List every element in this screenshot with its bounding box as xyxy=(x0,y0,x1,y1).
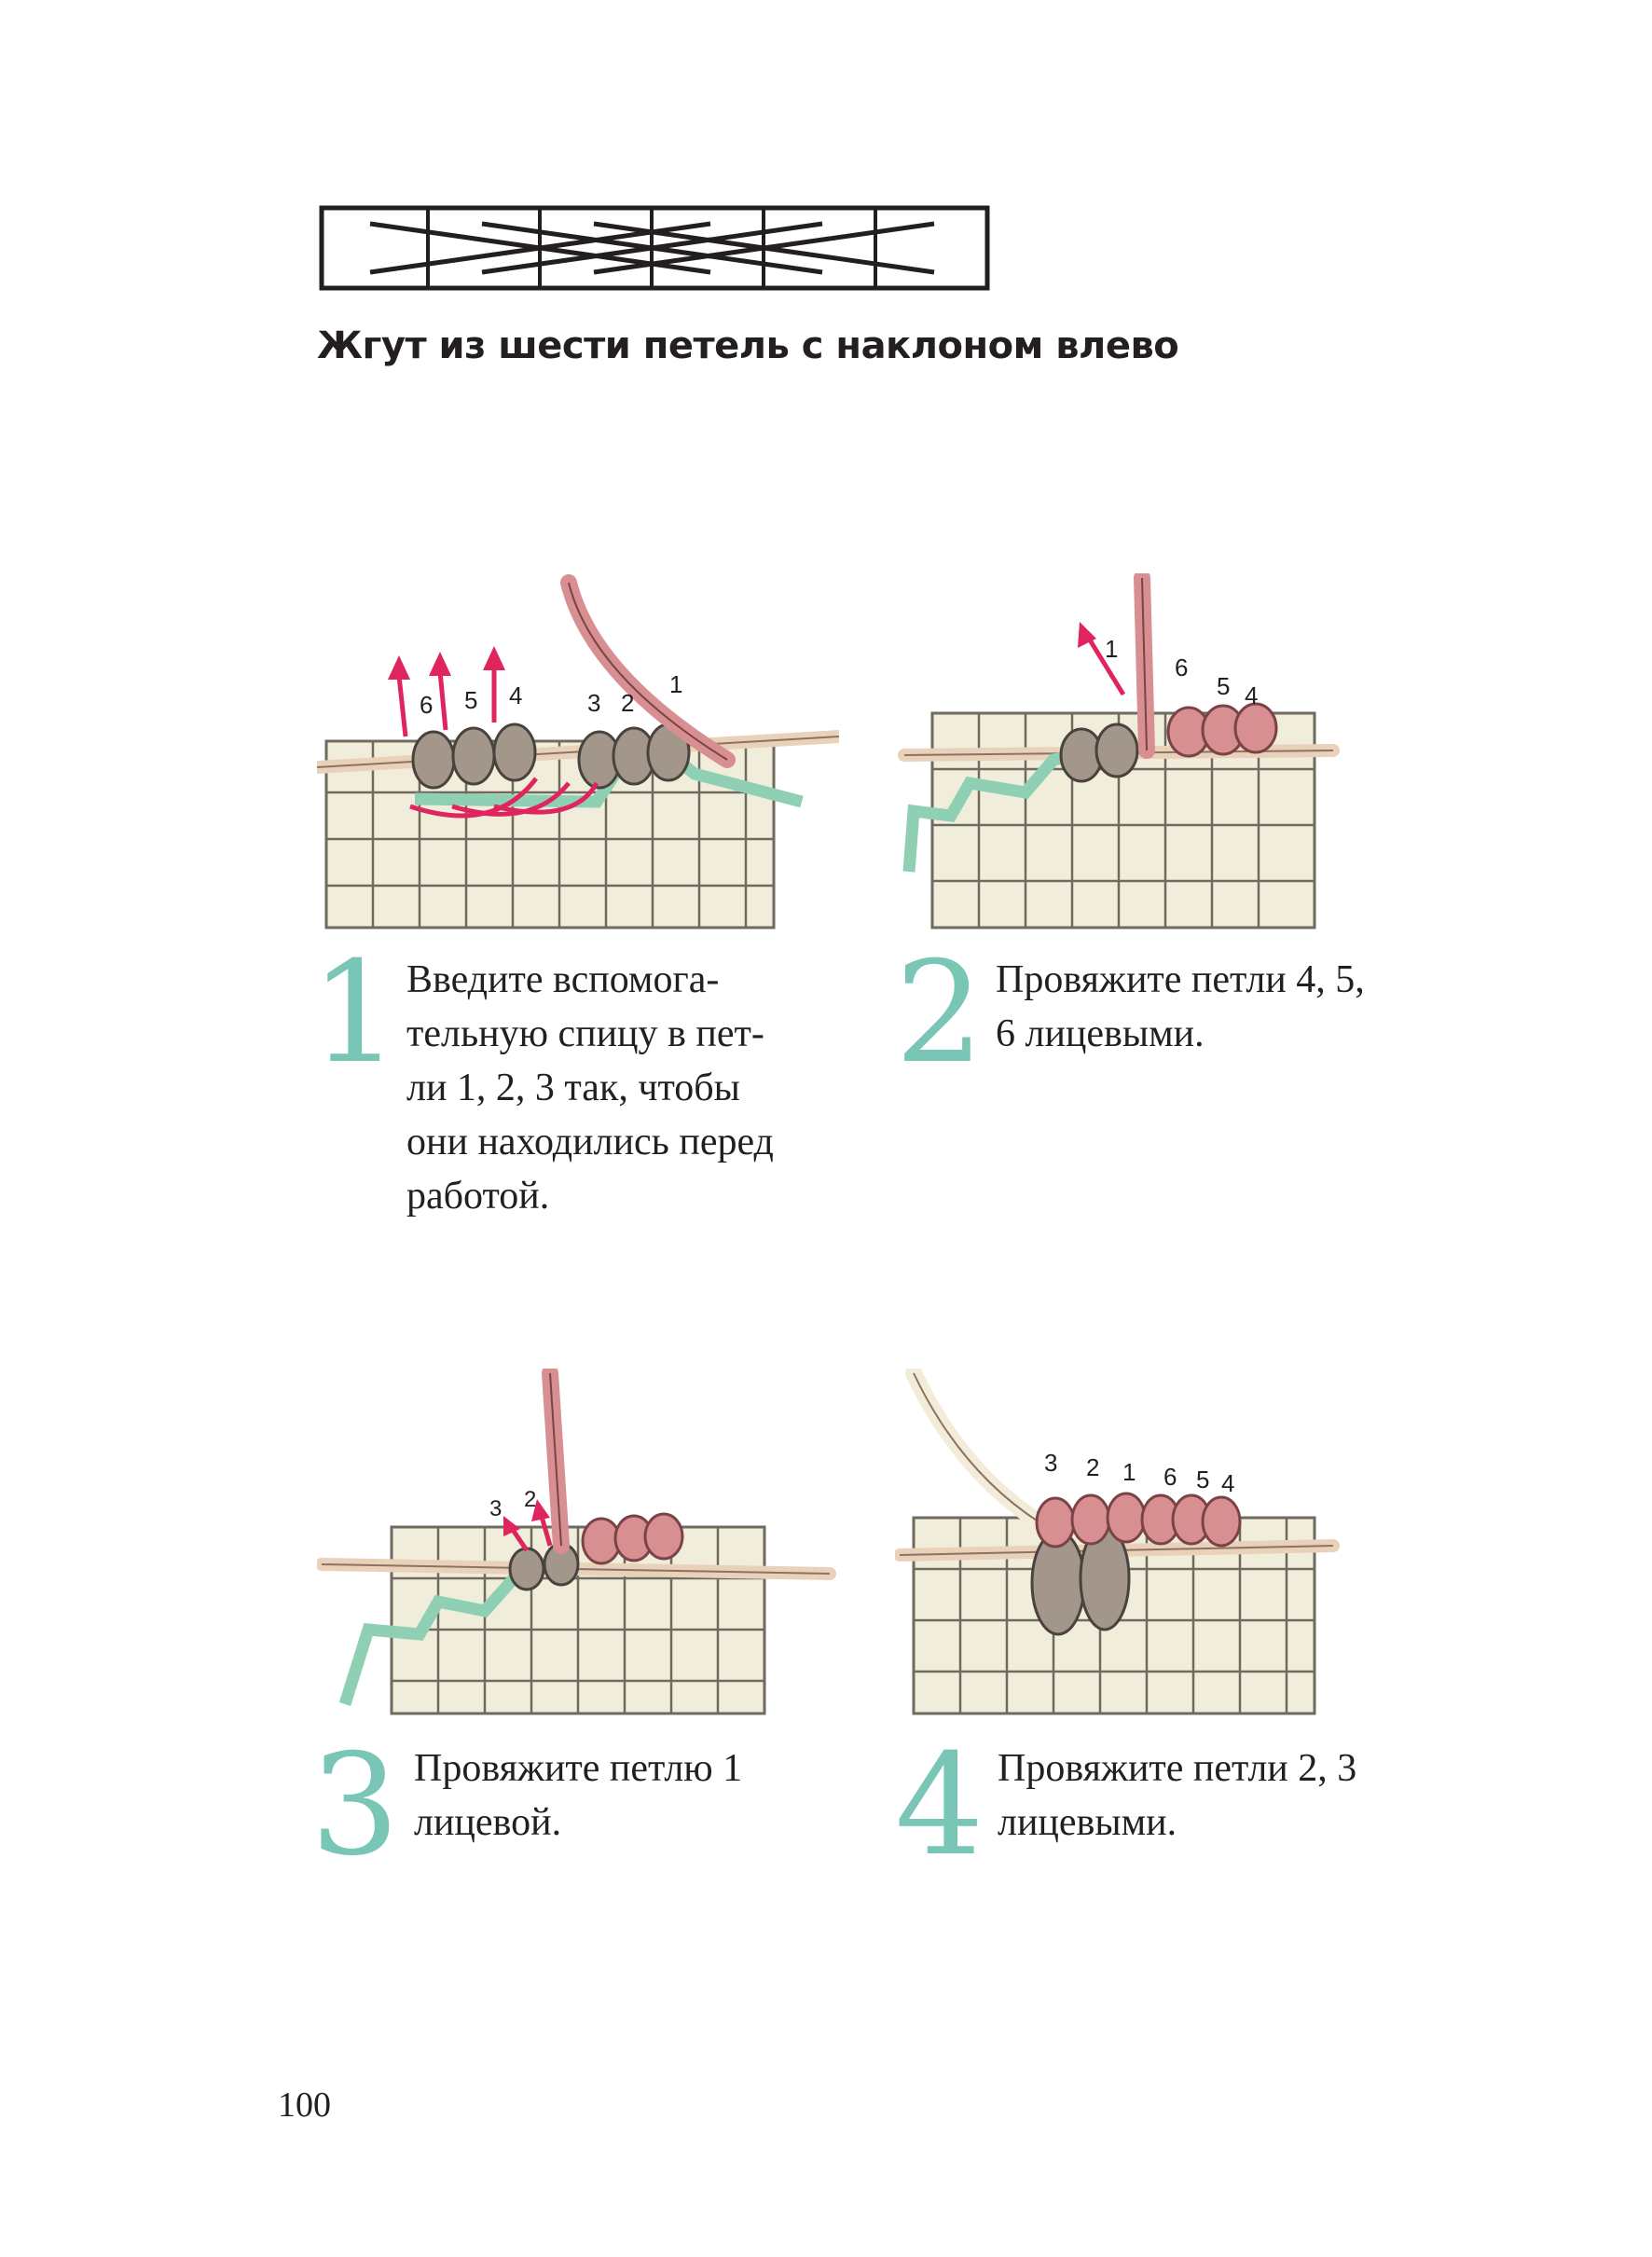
step-4-text: Провяжите петли 2, 3 лицевыми. xyxy=(998,1747,1357,1844)
step-1-label-5: 5 xyxy=(464,686,477,714)
step-2-label-4: 4 xyxy=(1245,681,1258,709)
step-1-label-2: 2 xyxy=(621,689,634,717)
step-4-label-6: 6 xyxy=(1163,1463,1177,1491)
step-2-label-6: 6 xyxy=(1175,654,1188,681)
page-number: 100 xyxy=(278,2085,331,2125)
step-3-number: 3 xyxy=(310,1725,400,1887)
step-1-illustration: 6 5 4 3 2 1 xyxy=(317,574,839,929)
step-3-label-2: 2 xyxy=(524,1487,536,1512)
step-3-label-3: 3 xyxy=(489,1496,502,1521)
step-2-label-1: 1 xyxy=(1105,635,1118,663)
step-2-text: Провяжите петли 4, 5, 6 лицевыми. xyxy=(996,958,1365,1055)
step-4-label-5: 5 xyxy=(1196,1466,1209,1493)
step-1-number: 1 xyxy=(310,932,400,1094)
step-4-illustration: 3 2 1 6 5 4 xyxy=(895,1369,1340,1715)
step-4-label-4: 4 xyxy=(1221,1469,1234,1497)
step-2-number: 2 xyxy=(895,932,984,1094)
step-4-label-3: 3 xyxy=(1044,1449,1057,1477)
step-1-label-6: 6 xyxy=(420,691,433,719)
step-2-label-5: 5 xyxy=(1217,672,1230,700)
step-1-label-1: 1 xyxy=(669,670,682,698)
step-4-label-2: 2 xyxy=(1086,1453,1099,1481)
step-4-label-1: 1 xyxy=(1122,1458,1136,1486)
cable-chart-symbol xyxy=(319,205,990,291)
step-2-illustration: 1 6 5 4 xyxy=(898,573,1340,929)
step-1-label-4: 4 xyxy=(509,681,522,709)
step-1-text: Введите вспомога- тельную спицу в пет- л… xyxy=(406,958,774,1218)
step-3-illustration: 3 2 xyxy=(317,1369,836,1715)
page-title: Жгут из шести петель с наклоном влево xyxy=(317,324,1179,367)
step-1-label-3: 3 xyxy=(587,689,600,717)
step-4-number: 4 xyxy=(895,1725,984,1887)
step-3-text: Провяжите петлю 1 лицевой. xyxy=(414,1747,743,1844)
